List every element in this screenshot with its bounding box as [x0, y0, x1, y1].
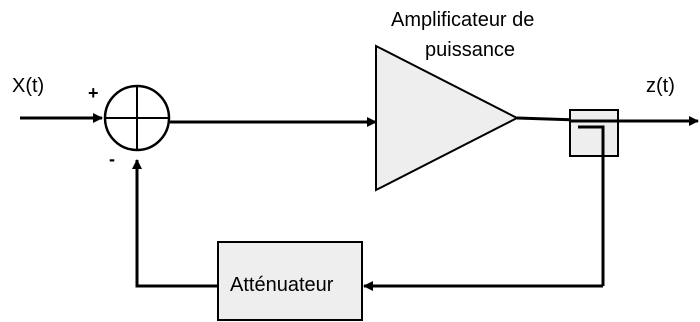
- input-label: X(t): [12, 75, 44, 97]
- attenuator-label: Atténuateur: [230, 274, 334, 296]
- minus-sign: -: [109, 149, 115, 169]
- pickoff-box: [569, 109, 619, 157]
- summing-junction: [103, 84, 171, 152]
- output-label: z(t): [646, 75, 675, 97]
- amplifier-output-arrow: [516, 114, 579, 125]
- feedback-pickoff-line: [578, 125, 605, 286]
- feedback-to-junction-arrow: [132, 159, 218, 288]
- amplifier-label-line1: Amplificateur de: [391, 9, 534, 31]
- amplifier-triangle: [375, 44, 520, 192]
- plus-sign: +: [88, 83, 99, 103]
- attenuator-block: [217, 241, 363, 321]
- amplifier-label-line2: puissance: [425, 39, 515, 61]
